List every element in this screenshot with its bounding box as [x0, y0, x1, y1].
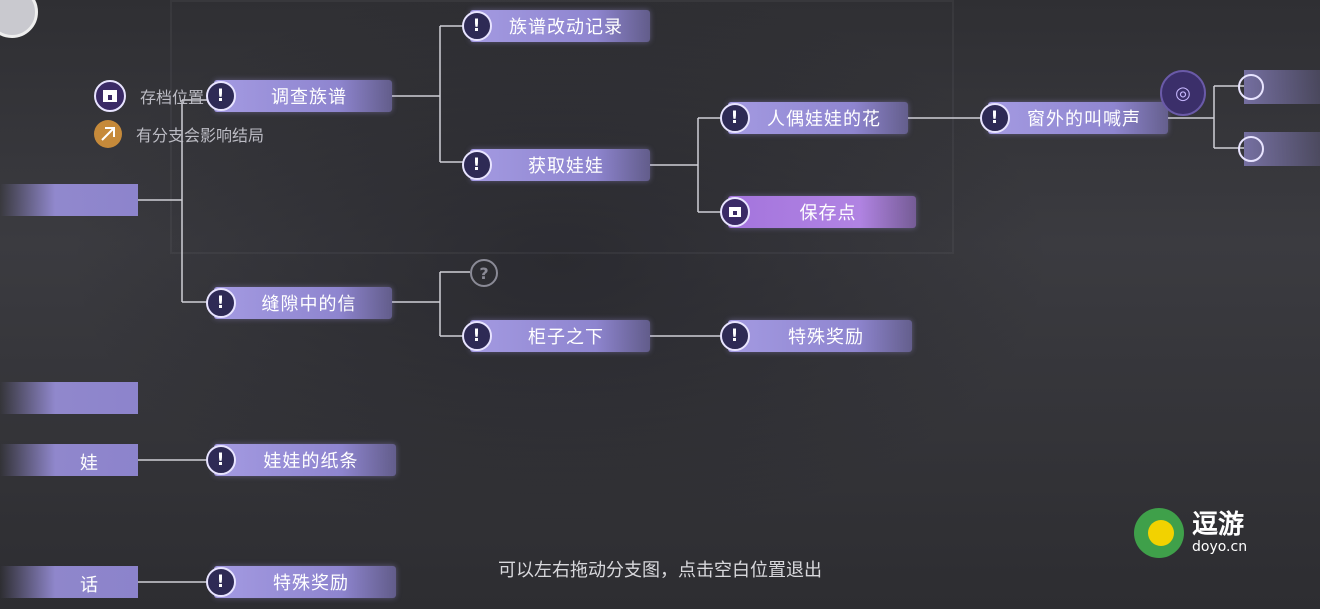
node-label: 调查族谱 [271, 87, 347, 108]
node-special-reward-1[interactable]: ! 特殊奖励 [720, 320, 912, 352]
branch-influence-icon [94, 120, 122, 148]
node-label: 娃娃的纸条 [263, 451, 359, 472]
doyo-logo-icon [1134, 508, 1184, 558]
node-special-reward-2[interactable]: ! 特殊奖励 [206, 566, 396, 598]
ending-icon[interactable]: ◎ [1160, 70, 1206, 116]
node-letter-in-gap[interactable]: ! 缝隙中的信 [206, 287, 392, 319]
left-stub-node-2[interactable] [0, 382, 138, 414]
node-doll-note[interactable]: ! 娃娃的纸条 [206, 444, 396, 476]
exclamation-icon: ! [720, 103, 750, 133]
node-voice-outside[interactable]: ! 窗外的叫喊声 [980, 102, 1168, 134]
exclamation-icon: ! [462, 150, 492, 180]
node-doll-flower[interactable]: ! 人偶娃娃的花 [720, 102, 908, 134]
drag-hint: 可以左右拖动分支图，点击空白位置退出 [498, 560, 822, 581]
node-label: 柜子之下 [528, 327, 604, 348]
exclamation-icon: ! [206, 288, 236, 318]
node-save-point[interactable]: 保存点 [720, 196, 916, 228]
left-stub-label: 话 [80, 575, 98, 596]
back-button[interactable] [0, 0, 38, 38]
node-genealogy-record[interactable]: ! 族谱改动记录 [462, 10, 650, 42]
legend-save: 存档位置 [94, 80, 204, 112]
exclamation-icon: ! [206, 445, 236, 475]
legend-branch: 有分支会影响结局 [94, 120, 264, 148]
save-icon [94, 80, 126, 112]
node-label: 获取娃娃 [528, 156, 604, 177]
badge-icon [1238, 136, 1264, 162]
node-label: 特殊奖励 [788, 327, 864, 348]
exclamation-icon: ! [206, 567, 236, 597]
unknown-node-question-icon[interactable]: ? [470, 259, 498, 287]
save-icon [720, 197, 750, 227]
node-label: 缝隙中的信 [261, 294, 357, 315]
doyo-logo: 逗游 doyo.cn [1134, 508, 1247, 558]
exclamation-icon: ! [980, 103, 1010, 133]
exclamation-icon: ! [206, 81, 236, 111]
left-stub-node-1[interactable] [0, 184, 138, 216]
right-stub-node-2[interactable] [1238, 132, 1320, 166]
node-label: 保存点 [799, 203, 857, 224]
node-label: 族谱改动记录 [509, 17, 623, 38]
logo-name-cn: 逗游 [1192, 510, 1245, 540]
node-investigate-genealogy[interactable]: ! 调查族谱 [206, 80, 392, 112]
logo-name-en: doyo.cn [1192, 539, 1248, 555]
right-stub-node-1[interactable] [1238, 70, 1320, 104]
node-under-cabinet[interactable]: ! 柜子之下 [462, 320, 650, 352]
node-get-doll[interactable]: ! 获取娃娃 [462, 149, 650, 181]
legend-save-label: 存档位置 [140, 88, 205, 107]
node-label: 人偶娃娃的花 [767, 109, 881, 130]
node-label: 特殊奖励 [273, 573, 349, 594]
left-stub-label: 娃 [80, 453, 98, 474]
exclamation-icon: ! [462, 11, 492, 41]
badge-icon [1238, 74, 1264, 100]
node-label: 窗外的叫喊声 [1027, 109, 1141, 130]
exclamation-icon: ! [720, 321, 750, 351]
left-stub-node-3[interactable]: 娃 [0, 444, 138, 476]
exclamation-icon: ! [462, 321, 492, 351]
background-building [170, 0, 954, 254]
legend-branch-label: 有分支会影响结局 [136, 126, 265, 145]
left-stub-node-4[interactable]: 话 [0, 566, 138, 598]
